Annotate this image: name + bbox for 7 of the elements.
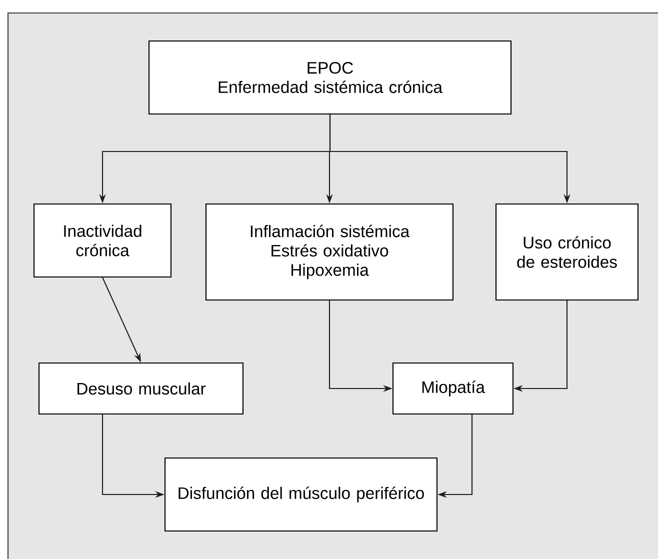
process-box: Desuso muscular — [38, 362, 244, 415]
process-box: EPOC Enfermedad sistémica crónica — [148, 40, 512, 115]
process-box: Inactividad crónica — [33, 203, 172, 278]
process-box: Inflamación sistémica Estrés oxidativo Hipoxemia — [205, 203, 454, 301]
process-box: Miopatía — [392, 362, 514, 415]
process-box: Uso crónico de esteroides — [495, 203, 639, 301]
process-box: Disfunción del músculo periférico — [164, 457, 438, 532]
